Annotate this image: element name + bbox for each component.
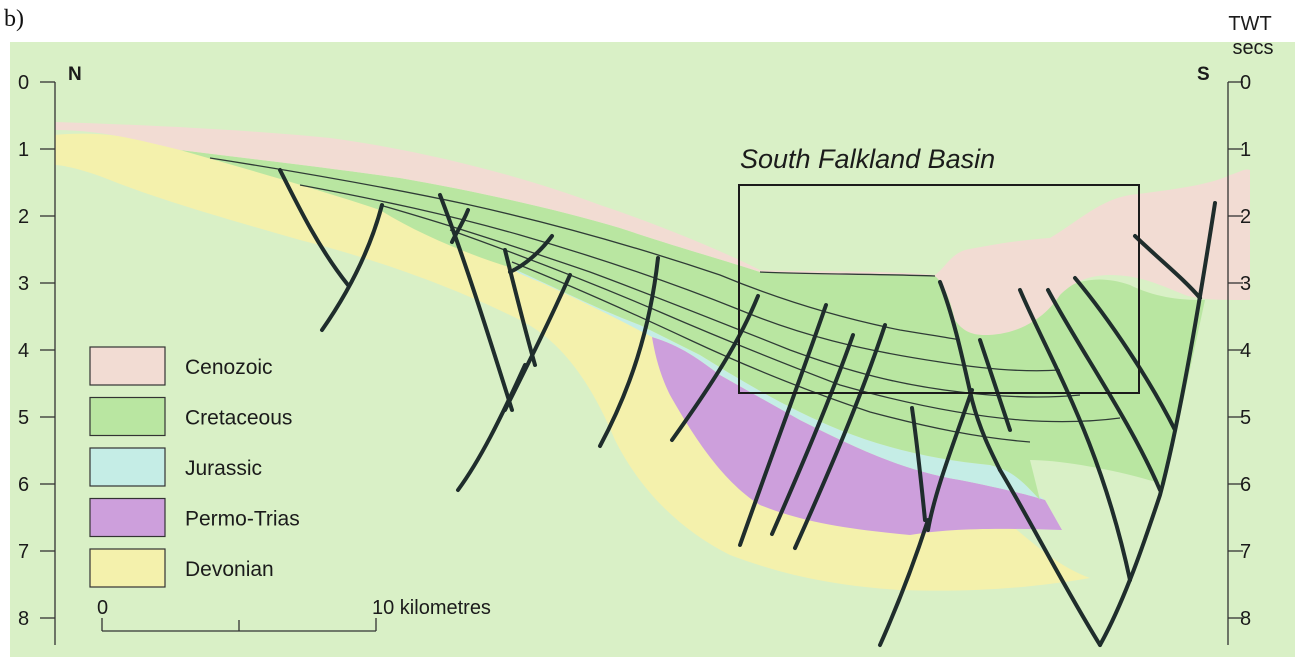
left-tick-label: 3 [18,273,29,295]
legend-label: Permo-Trias [185,508,300,531]
left-axis-ticks: 0 1 2 3 4 5 6 7 8 [18,72,55,630]
right-tick-label: 5 [1240,407,1251,429]
horizon-lines [209,157,1121,443]
legend-swatch [89,346,166,386]
legend: CenozoicCretaceousJurassicPermo-TriasDev… [89,346,300,588]
right-tick-label: 1 [1240,139,1251,161]
panel-letter: b) [4,6,24,32]
legend-swatch [89,396,166,437]
legend-swatch [89,497,166,538]
left-tick-label: 8 [18,608,29,630]
basin-label: South Falkland Basin [740,144,995,174]
right-axis-ticks: 0 1 2 3 4 5 6 7 8 [1228,72,1251,630]
right-tick-label: 7 [1240,541,1251,563]
jurassic-unit [512,268,1045,500]
left-tick-label: 2 [18,206,29,228]
right-tick-label: 0 [1240,72,1251,94]
left-tick-label: 0 [18,72,29,94]
secs-unit-label: secs [1232,37,1273,59]
right-tick-label: 4 [1240,340,1251,362]
scale-bar: 0 10 kilometres [97,597,491,632]
legend-swatch [89,447,166,487]
right-tick-label: 6 [1240,474,1251,496]
right-tick-label: 3 [1240,273,1251,295]
twt-unit-label: TWT [1228,13,1271,35]
cretaceous-unit [180,150,1205,500]
legend-label: Cretaceous [185,407,292,430]
scale-start-label: 0 [97,597,108,619]
legend-label: Jurassic [185,457,262,480]
right-tick-label: 2 [1240,206,1251,228]
basin-highlight-box [738,184,1140,394]
left-tick-label: 6 [18,474,29,496]
fault-lines [278,168,1217,647]
legend-label: Cenozoic [185,356,273,379]
right-tick-label: 8 [1240,608,1251,630]
left-tick-label: 5 [18,407,29,429]
cenozoic-unit [55,122,1250,335]
left-tick-label: 1 [18,139,29,161]
south-label: S [1197,64,1210,85]
left-tick-label: 7 [18,541,29,563]
north-label: N [68,64,82,85]
left-tick-label: 4 [18,340,29,362]
legend-label: Devonian [185,558,274,581]
permo-trias-unit [652,337,1062,535]
legend-swatch [89,548,166,588]
scale-end-label: 10 kilometres [372,597,491,619]
